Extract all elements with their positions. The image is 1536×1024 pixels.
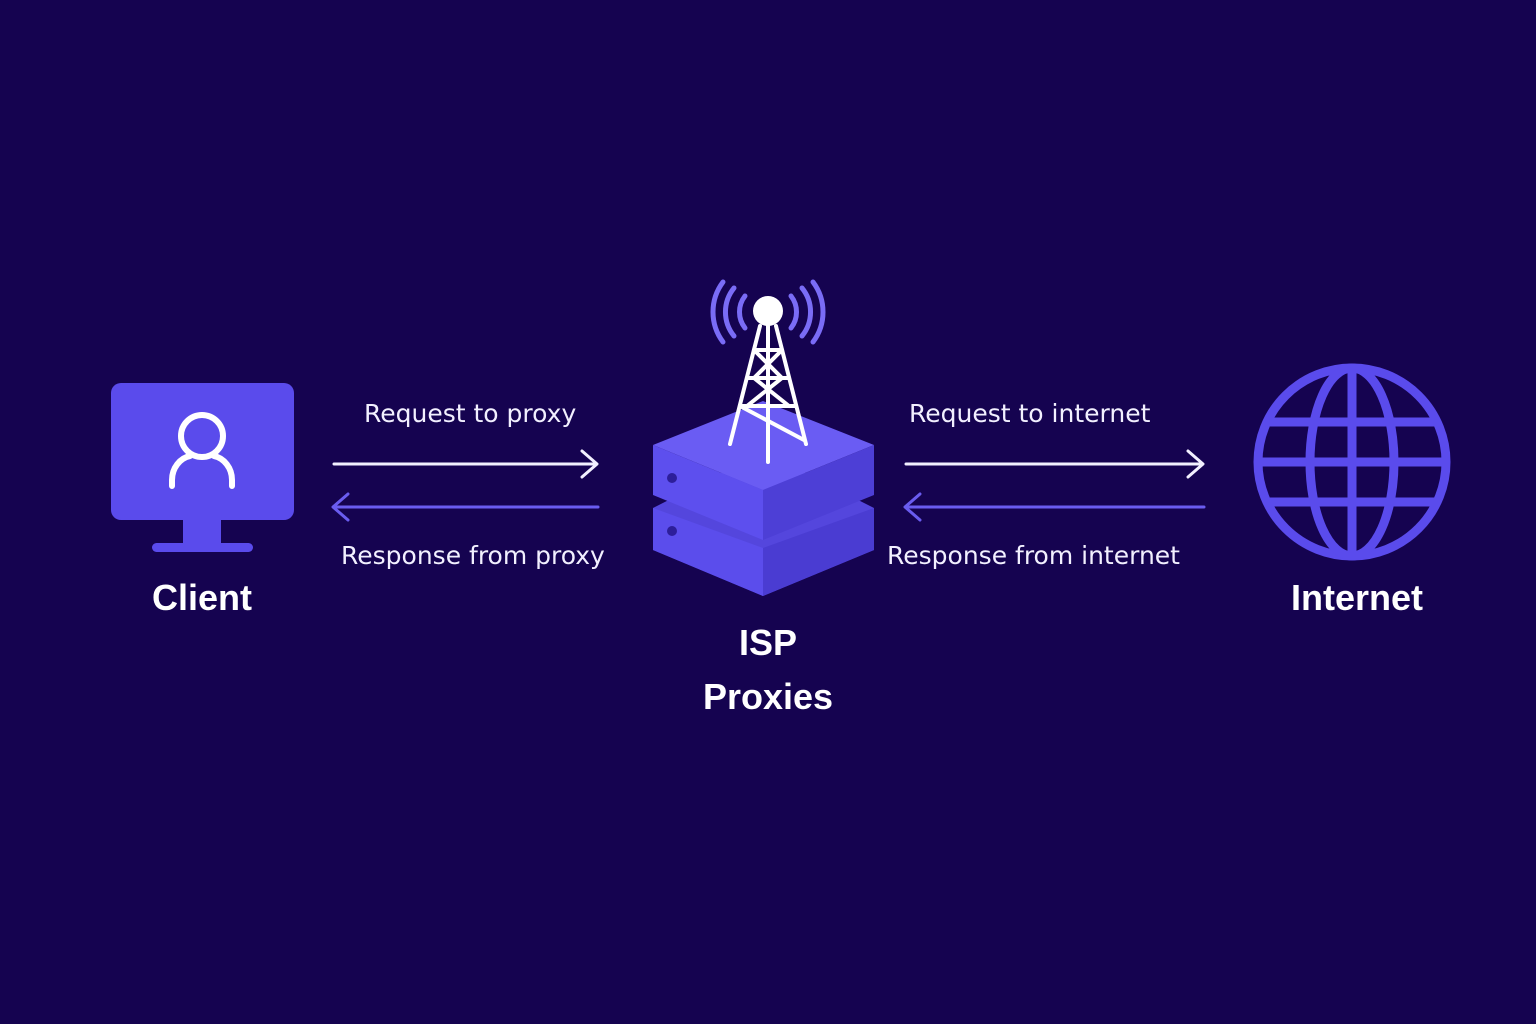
response-from-proxy-label: Response from proxy — [341, 541, 605, 570]
request-to-proxy-arrow — [332, 449, 599, 479]
proxies-label: Proxies — [702, 676, 834, 717]
monitor-neck — [183, 518, 221, 546]
monitor-user-icon — [111, 383, 294, 552]
monitor-screen — [111, 383, 294, 520]
request-to-internet-arrow — [904, 449, 1205, 479]
request-to-proxy-label: Request to proxy — [364, 399, 577, 428]
isp-label: ISP — [738, 622, 798, 663]
antenna-beacon — [753, 296, 783, 326]
request-to-internet-label: Request to internet — [909, 399, 1151, 428]
response-from-proxy-arrow — [331, 492, 600, 522]
server-tower-icon — [653, 279, 874, 596]
monitor-base — [152, 543, 253, 552]
antenna-tower — [728, 324, 808, 464]
client-label: Client — [151, 577, 252, 618]
user-icon — [169, 412, 235, 489]
response-from-internet-label: Response from internet — [887, 541, 1180, 570]
server-block-upper — [653, 401, 874, 540]
signal-waves-icon — [710, 279, 826, 345]
globe-icon — [1253, 363, 1451, 561]
internet-label: Internet — [1290, 577, 1423, 618]
response-from-internet-arrow — [903, 492, 1206, 522]
